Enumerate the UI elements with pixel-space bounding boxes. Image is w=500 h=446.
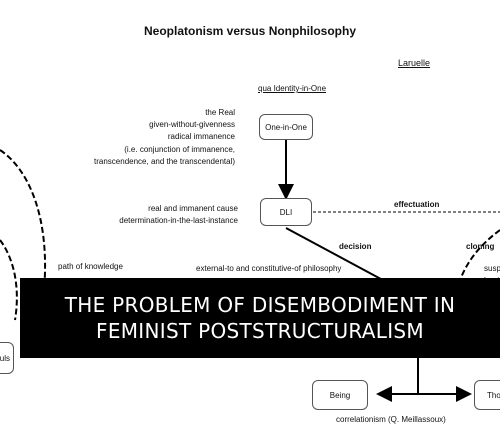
node-one-in-one: One-in-One xyxy=(259,114,313,140)
qua-identity-label: qua Identity-in-One xyxy=(258,84,327,93)
path-of-knowledge-label: path of knowledge xyxy=(58,262,123,271)
overlay-line-1: THE PROBLEM OF DISEMBODIMENT IN xyxy=(64,293,456,317)
cause-line-2: determination-in-the-last-instance xyxy=(119,216,238,225)
correlationism-label: correlationism (Q. Meillassoux) xyxy=(336,415,446,424)
left-curve-outer xyxy=(0,149,46,291)
node-left-partial: uls xyxy=(0,342,14,374)
node-tho: Tho xyxy=(474,380,500,410)
susp-label: susp xyxy=(484,264,500,273)
overlay-line-2: FEMINIST POSTSTRUCTURALISM xyxy=(96,319,424,343)
real-line-1: the Real xyxy=(205,108,235,117)
cloning-label: cloning xyxy=(466,242,495,251)
effectuation-label: effectuation xyxy=(394,200,440,209)
cause-line-1: real and immanent cause xyxy=(148,204,238,213)
node-being: Being xyxy=(312,380,368,410)
real-line-2: given-without-givenness xyxy=(149,120,235,129)
diagram-title: Neoplatonism versus Nonphilosophy xyxy=(143,24,357,38)
author-label: Laruelle xyxy=(398,58,431,68)
title-overlay-banner: THE PROBLEM OF DISEMBODIMENT IN FEMINIST… xyxy=(20,278,500,358)
node-dli: DLI xyxy=(260,198,312,226)
real-line-4: (i.e. conjunction of immanence, xyxy=(124,145,235,154)
external-to-label: external-to and constitutive-of philosop… xyxy=(196,264,342,273)
decision-label: decision xyxy=(339,242,372,251)
real-line-5: transcendence, and the transcendental) xyxy=(94,157,235,166)
cloning-curve xyxy=(459,229,500,281)
left-curve-inner xyxy=(0,239,18,321)
real-line-3: radical immanence xyxy=(167,132,235,141)
